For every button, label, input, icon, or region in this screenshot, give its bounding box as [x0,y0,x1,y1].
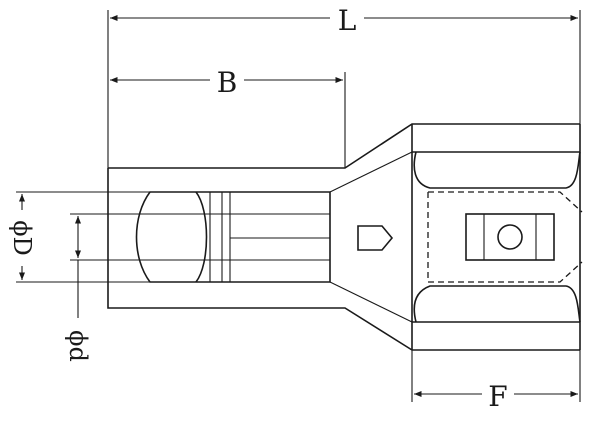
label-F: F [488,380,507,413]
pointer-mark [357,225,394,251]
label-phi-d: ϕd [64,330,92,362]
wire-barrel [135,191,331,283]
dimension-phi-d: ϕd [64,213,230,362]
insulation-body [107,123,580,351]
dimension-F: F [411,350,581,413]
contact-hole [497,224,523,250]
dimension-phi-D: ϕD [8,191,150,283]
dimension-B: B [110,66,346,168]
label-L: L [338,4,357,37]
label-B: B [217,66,238,99]
label-phi-D: ϕD [8,220,36,256]
dimension-L: L [107,4,581,168]
receptacle [411,124,583,350]
